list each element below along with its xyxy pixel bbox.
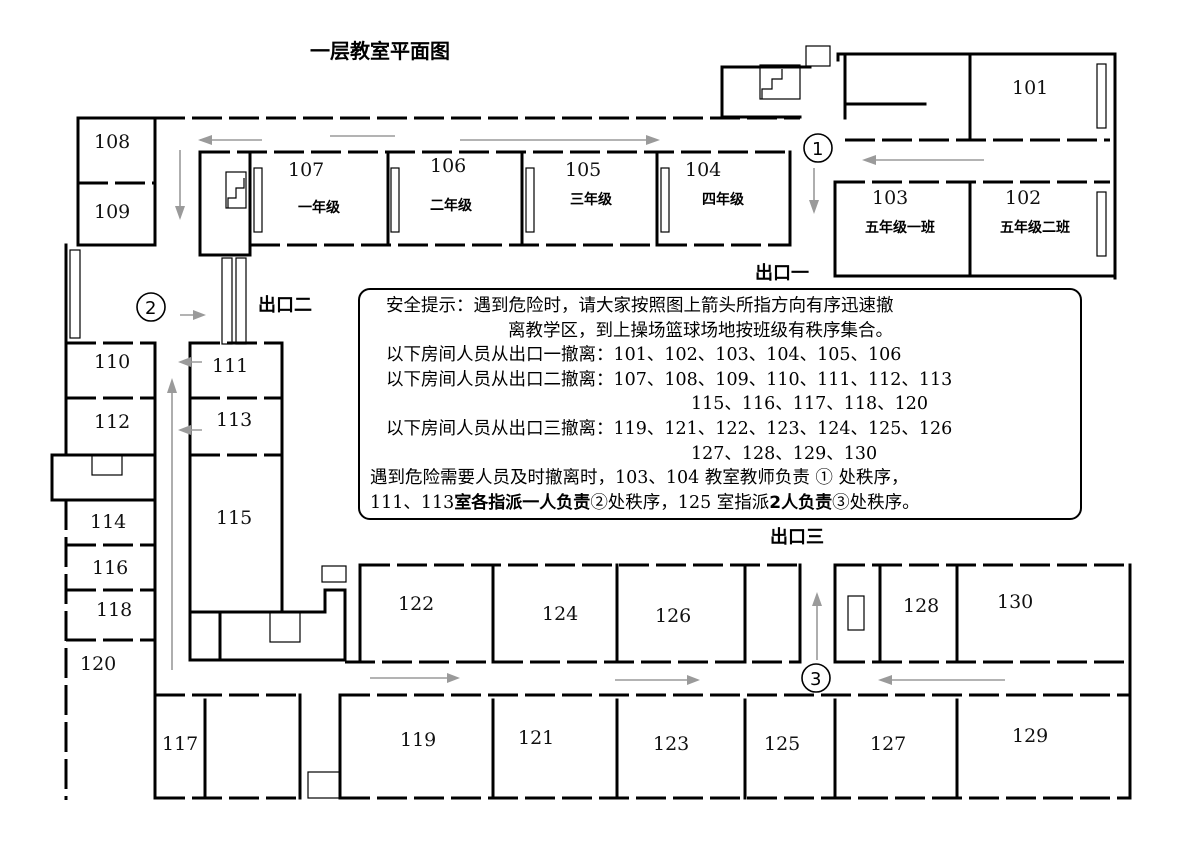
exit-three-rooms-continued: 127、128、129、130 xyxy=(691,443,878,464)
room-118: 118 xyxy=(96,599,132,621)
room-numbers: 101 102 103 104 105 106 107 108 109 110 … xyxy=(80,77,1048,755)
room-116: 116 xyxy=(92,557,128,579)
grade-label-106: 二年级 xyxy=(430,197,473,214)
plan-title: 一层教室平面图 xyxy=(310,39,450,63)
svg-text:2: 2 xyxy=(145,298,156,319)
exit-two-label: 出口二 xyxy=(258,294,312,316)
room-126: 126 xyxy=(655,605,691,627)
room-119: 119 xyxy=(400,729,436,751)
room-129: 129 xyxy=(1012,725,1048,747)
room-102: 102 xyxy=(1005,187,1041,209)
exit-three-rooms: 119、121、122、123、124、125、126 xyxy=(613,418,953,439)
room-112: 112 xyxy=(94,411,130,433)
duty-text-a: 室各指派一人负责 xyxy=(454,492,591,513)
room-124: 124 xyxy=(542,603,578,625)
room-128: 128 xyxy=(903,595,939,617)
grade-label-104: 四年级 xyxy=(702,191,745,208)
marker-one: 1 xyxy=(803,133,833,163)
svg-text:1: 1 xyxy=(812,139,823,160)
room-106: 106 xyxy=(430,155,466,177)
grade-label-103: 五年级一班 xyxy=(865,219,935,236)
room-107: 107 xyxy=(288,159,324,181)
room-115: 115 xyxy=(216,507,252,529)
notice-exit-one: 以下房间人员从出口一撤离：101、102、103、104、105、106 xyxy=(370,343,1070,368)
grade-labels: 一年级 二年级 三年级 四年级 五年级一班 五年级二班 xyxy=(298,191,1070,236)
exit-three-heading: 以下房间人员从出口三撤离： xyxy=(386,418,614,439)
room-109: 109 xyxy=(94,201,130,223)
notice-line-1: 安全提示：遇到危险时，请大家按照图上箭头所指方向有序迅速撤 xyxy=(386,296,894,316)
notice-exit-three: 以下房间人员从出口三撤离：119、121、122、123、124、125、126 xyxy=(370,417,1070,442)
room-113: 113 xyxy=(216,409,252,431)
room-114: 114 xyxy=(90,511,126,533)
notice-duty-2: 111、113室各指派一人负责②处秩序，125 室指派2人负责③处秩序。 xyxy=(370,491,1070,516)
exit-one-heading: 以下房间人员从出口一撤离： xyxy=(386,345,614,366)
room-110: 110 xyxy=(94,351,130,373)
room-103: 103 xyxy=(872,187,908,209)
room-104: 104 xyxy=(685,159,721,181)
exit-two-rooms: 107、108、109、110、111、112、113 xyxy=(613,369,953,390)
duty-text-c: 2人负责 xyxy=(769,492,833,513)
exit-one-rooms: 101、102、103、104、105、106 xyxy=(613,345,902,366)
room-117: 117 xyxy=(162,733,198,755)
grade-label-107: 一年级 xyxy=(298,199,341,216)
marker-two: 2 xyxy=(136,292,166,322)
room-130: 130 xyxy=(997,591,1033,613)
exit-two-heading: 以下房间人员从出口二撤离： xyxy=(386,369,614,390)
room-121: 121 xyxy=(518,727,554,749)
room-127: 127 xyxy=(870,733,906,755)
grade-label-105: 三年级 xyxy=(570,191,613,208)
safety-notice: 安全提示：遇到危险时，请大家按照图上箭头所指方向有序迅速撤 离教学区，到上操场篮… xyxy=(358,288,1082,520)
room-108: 108 xyxy=(94,131,130,153)
evacuation-arrows xyxy=(167,135,1005,685)
notice-duty-1: 遇到危险需要人员及时撤离时，103、104 教室教师负责 ① 处秩序， xyxy=(370,468,909,489)
grade-label-102: 五年级二班 xyxy=(1000,219,1070,236)
room-123: 123 xyxy=(653,733,689,755)
exit-three-label: 出口三 xyxy=(770,526,824,548)
building-walls xyxy=(50,45,1132,800)
notice-line-2: 离教学区，到上操场篮球场地按班级有秩序集合。 xyxy=(508,320,893,341)
notice-exit-two: 以下房间人员从出口二撤离：107、108、109、110、111、112、113 xyxy=(370,368,1070,393)
duty-text-b: ②处秩序，125 室指派 xyxy=(590,492,770,513)
room-105: 105 xyxy=(565,159,601,181)
duty-rooms: 111、113 xyxy=(370,492,455,513)
room-125: 125 xyxy=(764,733,800,755)
room-111: 111 xyxy=(212,355,248,377)
duty-text-d: ③处秩序。 xyxy=(832,492,920,513)
exit-two-rooms-continued: 115、116、117、118、120 xyxy=(691,394,929,415)
marker-three: 3 xyxy=(801,663,831,693)
exit-one-label: 出口一 xyxy=(755,262,809,284)
svg-text:3: 3 xyxy=(810,669,821,690)
room-120: 120 xyxy=(80,653,116,675)
room-122: 122 xyxy=(398,593,434,615)
room-101: 101 xyxy=(1012,77,1048,99)
